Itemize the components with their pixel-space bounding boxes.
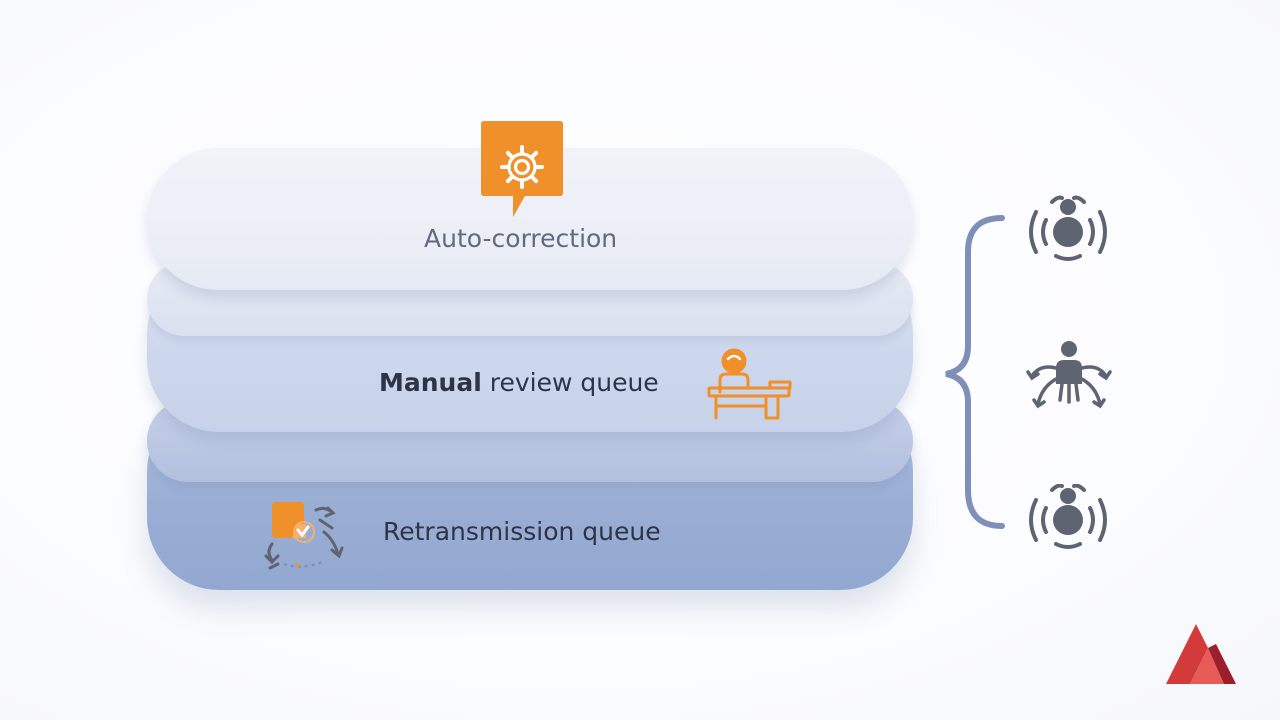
multi-arm-person-icon	[1026, 341, 1112, 409]
manual-review-label: Manual review queue	[379, 368, 659, 397]
brand-logo	[1166, 624, 1236, 684]
group-brace	[945, 215, 1005, 529]
manual-review-label-rest: review queue	[481, 368, 659, 397]
retransmission-cycle-icon	[264, 502, 344, 570]
auto-correction-label: Auto-correction	[424, 224, 618, 253]
gear-speech-icon	[481, 121, 563, 217]
signal-person-icon	[1029, 195, 1107, 261]
retransmission-label: Retransmission queue	[383, 517, 661, 546]
reviewer-desk-icon	[707, 348, 792, 420]
manual-review-label-bold: Manual	[379, 368, 482, 397]
signal-person-icon	[1029, 484, 1107, 549]
